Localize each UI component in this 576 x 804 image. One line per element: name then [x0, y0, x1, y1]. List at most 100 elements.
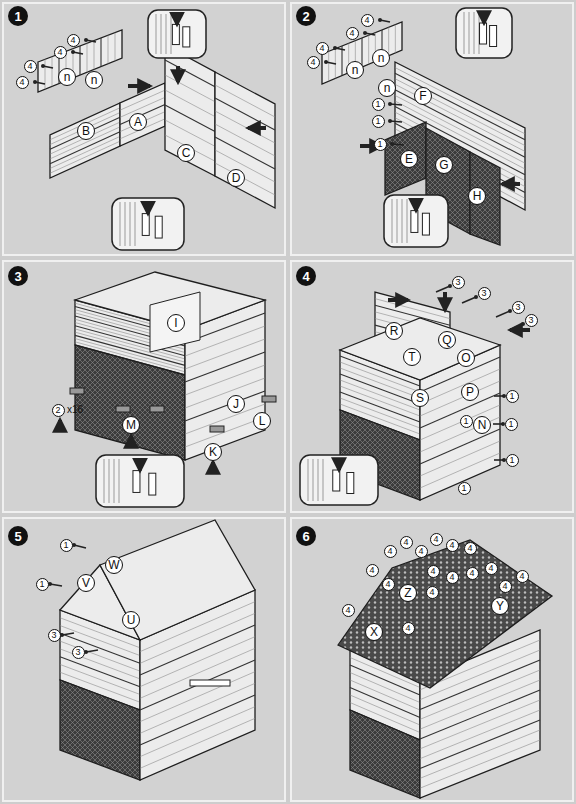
node-text: 4 — [430, 567, 435, 576]
node-text: 4 — [310, 58, 315, 67]
panel-rib — [108, 35, 109, 63]
panel-rib — [368, 35, 369, 64]
panel — [3, 3, 285, 255]
latch-part — [411, 211, 418, 233]
panel-rib — [420, 720, 540, 769]
direction-arrow — [175, 16, 179, 24]
callout-number: 4 — [446, 571, 459, 584]
node-text: 4 — [364, 16, 369, 25]
part-letter: H — [468, 187, 486, 205]
floor-bracket — [150, 406, 164, 412]
step-number: 1 — [8, 6, 28, 26]
wall-panel — [215, 72, 275, 208]
part-letter: V — [77, 574, 95, 592]
panel-rib — [420, 730, 540, 778]
panel-rib — [165, 120, 215, 146]
part-letter: O — [457, 349, 475, 367]
node-text: 4 — [345, 606, 350, 615]
part-letter: Z — [399, 584, 417, 602]
node-text: M — [126, 419, 136, 431]
screw-head — [388, 102, 392, 106]
node-text: 1 — [377, 140, 382, 149]
direction-arrow — [502, 182, 520, 186]
screw — [496, 311, 510, 317]
callout-number: 1 — [505, 418, 518, 431]
panel-rib — [50, 136, 120, 168]
node-text: 3 — [51, 631, 56, 640]
node-text: 3 — [14, 270, 21, 283]
part-letter: L — [253, 412, 271, 430]
floor-bracket — [262, 396, 276, 402]
direction-arrow — [248, 126, 266, 130]
callout-number: 1 — [60, 539, 73, 552]
node-text: O — [461, 352, 470, 364]
panel-rib — [388, 27, 389, 55]
part-letter: F — [414, 87, 432, 105]
screw-head — [33, 80, 37, 84]
screw-head — [60, 633, 64, 637]
node-text: n — [384, 82, 391, 94]
inset-rib — [119, 459, 120, 503]
panel-rib — [165, 135, 215, 161]
part-letter: I — [167, 314, 185, 332]
panel-rib — [420, 680, 540, 729]
panel-rib — [395, 25, 396, 53]
node-text: W — [108, 559, 119, 571]
panel-frames — [3, 3, 573, 801]
node-text: 3 — [515, 303, 520, 312]
inset-rib — [407, 199, 408, 243]
node-text: 4 — [403, 538, 408, 547]
node-text: 4 — [433, 535, 438, 544]
node-text: H — [473, 190, 482, 202]
panel-rib — [50, 108, 120, 140]
inset-rib — [104, 459, 105, 503]
node-text: 3 — [455, 278, 460, 287]
node-text: 4 — [469, 569, 474, 578]
inset-rib — [130, 202, 131, 246]
callout-number: 1 — [374, 138, 387, 151]
part-letter: E — [400, 150, 418, 168]
detail-inset — [384, 195, 448, 247]
node-text: 4 — [19, 78, 24, 87]
part-letter: N — [473, 416, 491, 434]
callout-number: 4 — [54, 46, 67, 59]
callout-number: 4 — [430, 533, 443, 546]
node-text: F — [419, 90, 426, 102]
inset-rib — [156, 14, 157, 54]
inset-rib — [109, 459, 110, 503]
callout-number: 4 — [415, 545, 428, 558]
node-text: 4 — [70, 36, 75, 45]
inset-rib — [125, 202, 126, 246]
panel-rib — [350, 680, 420, 710]
panel-rib — [165, 105, 215, 131]
node-text: L — [259, 415, 266, 427]
wall-panel — [100, 520, 255, 640]
panel-rib — [50, 122, 120, 154]
callout-number: 1 — [372, 98, 385, 111]
callout-number: 4 — [499, 580, 512, 593]
screw-head — [324, 60, 328, 64]
panel-rib — [350, 688, 420, 718]
screw-head — [48, 582, 52, 586]
node-text: U — [127, 614, 136, 626]
part-letter: Y — [491, 597, 509, 615]
node-text: 3 — [75, 648, 80, 657]
callout-number: 3 — [452, 276, 465, 289]
callout-number: 4 — [466, 567, 479, 580]
node-text: 4 — [57, 48, 62, 57]
callout-number: 3 — [72, 646, 85, 659]
panel-rib — [52, 57, 53, 87]
node-text: n — [378, 52, 385, 64]
direction-arrow — [337, 461, 341, 470]
panel — [3, 261, 285, 512]
panel-rib — [165, 60, 215, 87]
detail-inset — [300, 455, 378, 505]
wall-panel — [340, 318, 500, 380]
quantity-label: x16 — [67, 404, 83, 415]
wall-panel — [322, 22, 402, 84]
node-text: G — [439, 159, 448, 171]
panel-rib — [79, 46, 80, 75]
callout-number: 3 — [512, 301, 525, 314]
wall-panel — [120, 83, 165, 146]
node-text: 4 — [467, 544, 472, 553]
